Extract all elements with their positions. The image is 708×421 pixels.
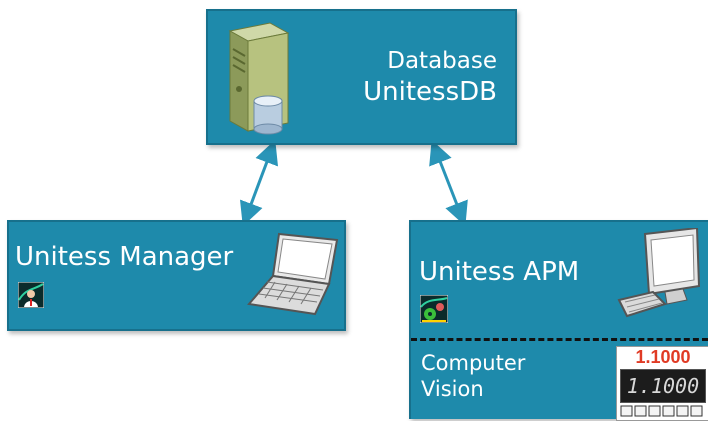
computer-vision-line1: Computer — [421, 351, 526, 375]
database-label-group: Database UnitessDB — [363, 47, 497, 108]
database-box[interactable]: Database UnitessDB — [206, 9, 517, 145]
device-buttons-row — [620, 405, 703, 417]
display-red-value: 1.1000 — [635, 347, 691, 367]
apm-title: Unitess APM — [419, 257, 580, 287]
laptop-icon — [247, 232, 339, 316]
manager-title: Unitess Manager — [15, 242, 234, 272]
measurement-display-image: 1.1000 1.1000 — [616, 346, 708, 421]
unitess-apm-box[interactable]: Unitess APM Computer Vision 1.1000 1.100… — [409, 220, 708, 421]
lcd-panel: 1.1000 — [620, 369, 706, 403]
arrow-db-manager — [239, 139, 279, 227]
unitess-manager-box[interactable]: Unitess Manager — [7, 220, 346, 331]
computer-vision-line2: Vision — [421, 377, 484, 402]
computer-vision-label: Computer Vision — [421, 350, 525, 403]
section-divider — [411, 338, 708, 341]
database-label: Database — [387, 48, 497, 74]
lcd-value: 1.1000 — [626, 374, 700, 398]
server-database-icon — [228, 22, 290, 135]
database-name: UnitessDB — [363, 76, 497, 107]
manager-app-icon — [18, 282, 44, 308]
arrow-db-apm — [429, 139, 468, 227]
apm-app-icon — [420, 295, 448, 323]
desktop-computer-icon — [617, 228, 701, 318]
